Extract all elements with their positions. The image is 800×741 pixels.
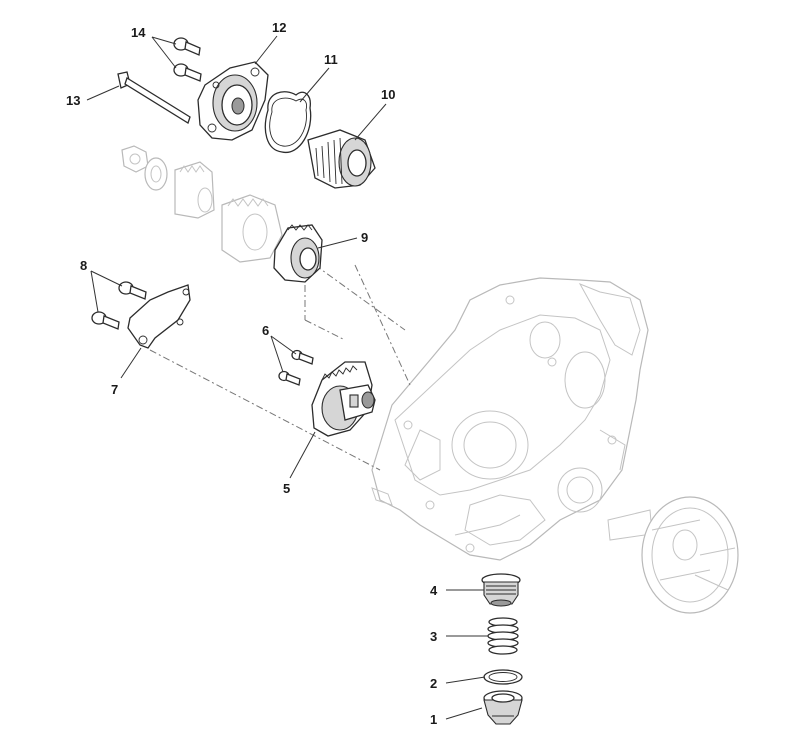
o-ring-part [264, 91, 312, 153]
callout-7: 7 [111, 382, 118, 397]
spring-part [487, 617, 519, 655]
callout-12: 12 [272, 20, 286, 35]
seal-ring-part [483, 669, 523, 685]
drain-plug-part [483, 690, 523, 725]
gear-screws-part [278, 349, 314, 386]
callout-5: 5 [283, 481, 290, 496]
bracket-plate-part [127, 284, 191, 349]
callout-9: 9 [361, 230, 368, 245]
ghost-flywheel [607, 496, 739, 614]
pump-gear-part [311, 361, 376, 437]
callout-labels: 1 2 3 4 5 6 7 8 9 10 11 12 13 14 [66, 20, 438, 727]
bracket-bolts-part [91, 281, 147, 330]
crankcase-illustration [371, 277, 649, 561]
callout-3: 3 [430, 629, 437, 644]
valve-plug-part [481, 573, 521, 607]
leader-lines [86, 35, 488, 720]
callout-10: 10 [381, 87, 395, 102]
callout-8: 8 [80, 258, 87, 273]
cover-bolts-part [173, 37, 202, 82]
assembly-lines [149, 264, 411, 471]
callout-1: 1 [430, 712, 437, 727]
long-bolt-part [117, 71, 191, 124]
callout-6: 6 [262, 323, 269, 338]
callout-11: 11 [324, 52, 338, 67]
oil-filter-part [307, 129, 376, 189]
callout-4: 4 [430, 583, 438, 598]
callout-14: 14 [131, 25, 146, 40]
callout-13: 13 [66, 93, 80, 108]
pump-cover-part [197, 61, 269, 141]
ghost-gear-train [121, 145, 283, 263]
callout-2: 2 [430, 676, 437, 691]
small-gear-part [273, 224, 323, 283]
